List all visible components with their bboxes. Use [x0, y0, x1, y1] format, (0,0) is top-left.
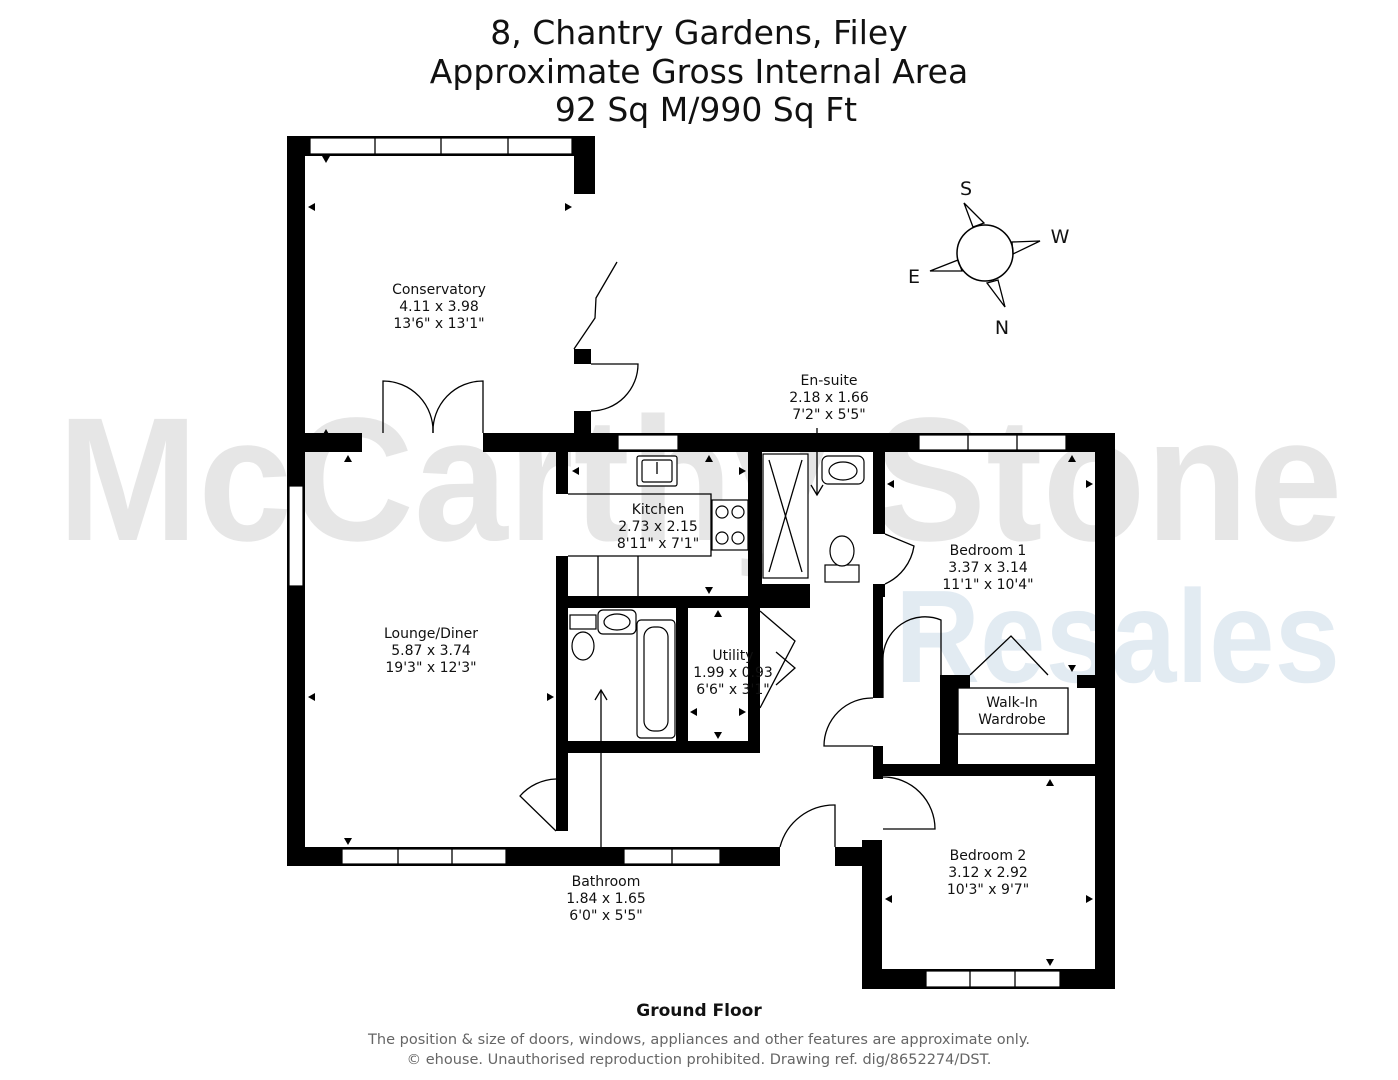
watermark-line-1: McCarthy Stone [58, 382, 1343, 578]
footer: Ground Floor The position & size of door… [367, 1001, 1030, 1068]
room-metric: 3.12 x 2.92 [948, 865, 1028, 881]
room-name: Bedroom 1 [950, 543, 1027, 559]
area-title: Approximate Gross Internal Area [430, 52, 968, 91]
room-imperial: 13'6" x 13'1" [393, 316, 484, 332]
room-name-line-1: Walk-In [986, 695, 1038, 711]
room-label-conservatory: Conservatory 4.11 x 3.98 13'6" x 13'1" [392, 282, 486, 332]
room-imperial: 8'11" x 7'1" [617, 536, 699, 552]
compass-e-label: E [908, 266, 920, 288]
kitchen-units [568, 493, 712, 596]
room-imperial: 6'0" x 5'5" [569, 908, 642, 924]
shower-icon [762, 453, 809, 579]
room-name: Bedroom 2 [950, 848, 1027, 864]
dimension-markers [308, 156, 1093, 966]
room-metric: 4.11 x 3.98 [399, 299, 479, 315]
room-label-bedroom-2: Bedroom 2 3.12 x 2.92 10'3" x 9'7" [947, 848, 1029, 898]
room-imperial: 11'1" x 10'4" [942, 577, 1033, 593]
compass-s-label: S [960, 178, 972, 200]
address-title: 8, Chantry Gardens, Filey [490, 13, 907, 52]
room-metric: 5.87 x 3.74 [391, 643, 471, 659]
doors [382, 261, 1049, 848]
room-name-line-2: Wardrobe [978, 712, 1045, 728]
ensuite-toilet-icon [824, 535, 860, 583]
compass-n-label: N [995, 317, 1009, 339]
room-metric: 1.99 x 0.93 [693, 665, 773, 681]
room-label-utility: Utility 1.99 x 0.93 6'6" x 3'1" [693, 648, 773, 698]
bath-icon [636, 619, 676, 739]
room-imperial: 10'3" x 9'7" [947, 882, 1029, 898]
room-imperial: 6'6" x 3'1" [696, 682, 769, 698]
windows [288, 137, 1067, 988]
bathroom-basin-icon [597, 609, 637, 635]
kitchen-sink-icon [636, 455, 678, 487]
area-value: 92 Sq M/990 Sq Ft [555, 90, 857, 129]
room-metric: 3.37 x 3.14 [948, 560, 1028, 576]
room-label-wardrobe: Walk-In Wardrobe [978, 695, 1045, 728]
room-label-lounge: Lounge/Diner 5.87 x 3.74 19'3" x 12'3" [384, 626, 478, 676]
disclaimer-line-2: © ehouse. Unauthorised reproduction proh… [407, 1052, 992, 1068]
entrance-arrow-icon [594, 428, 824, 862]
room-label-kitchen: Kitchen 2.73 x 2.15 8'11" x 7'1" [617, 502, 699, 552]
room-metric: 2.73 x 2.15 [618, 519, 698, 535]
disclaimer-line-1: The position & size of doors, windows, a… [367, 1032, 1030, 1048]
room-name: Bathroom [572, 874, 641, 890]
compass-w-label: W [1051, 226, 1070, 248]
hob-icon [711, 499, 749, 551]
header: 8, Chantry Gardens, Filey Approximate Gr… [430, 13, 968, 129]
room-imperial: 7'2" x 5'5" [792, 407, 865, 423]
room-name: Lounge/Diner [384, 626, 478, 642]
room-name: Utility [712, 648, 753, 664]
floor-label: Ground Floor [636, 1001, 762, 1021]
room-imperial: 19'3" x 12'3" [385, 660, 476, 676]
room-name: Kitchen [632, 502, 685, 518]
room-label-bathroom: Bathroom 1.84 x 1.65 6'0" x 5'5" [566, 874, 646, 924]
bathroom-toilet-icon [569, 614, 597, 661]
fixtures [568, 428, 1069, 862]
ensuite-basin-icon [821, 455, 865, 485]
room-metric: 1.84 x 1.65 [566, 891, 646, 907]
room-label-ensuite: En-suite 2.18 x 1.66 7'2" x 5'5" [789, 373, 869, 423]
room-name: Conservatory [392, 282, 486, 298]
room-metric: 2.18 x 1.66 [789, 390, 869, 406]
compass-icon: S W E N [908, 178, 1070, 339]
room-name: En-suite [801, 373, 858, 389]
watermark: McCarthy Stone Resales [58, 382, 1343, 710]
wardrobe-rail [957, 687, 1069, 735]
room-label-bedroom-1: Bedroom 1 3.37 x 3.14 11'1" x 10'4" [942, 543, 1033, 593]
